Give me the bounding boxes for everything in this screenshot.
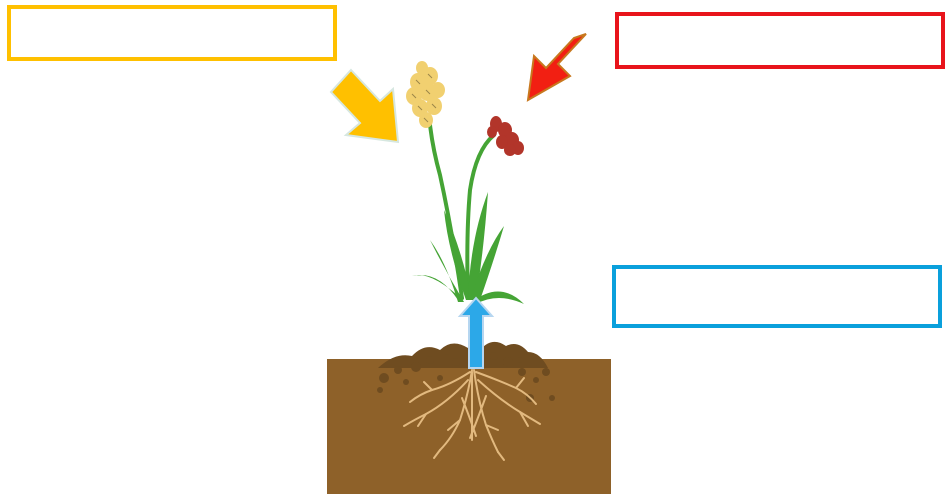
- arrow-down-right-icon: [331, 70, 398, 142]
- red-flower-cluster: [487, 116, 524, 156]
- yellow-flower-cluster: [406, 61, 445, 128]
- arrow-down-left-icon: [528, 34, 586, 100]
